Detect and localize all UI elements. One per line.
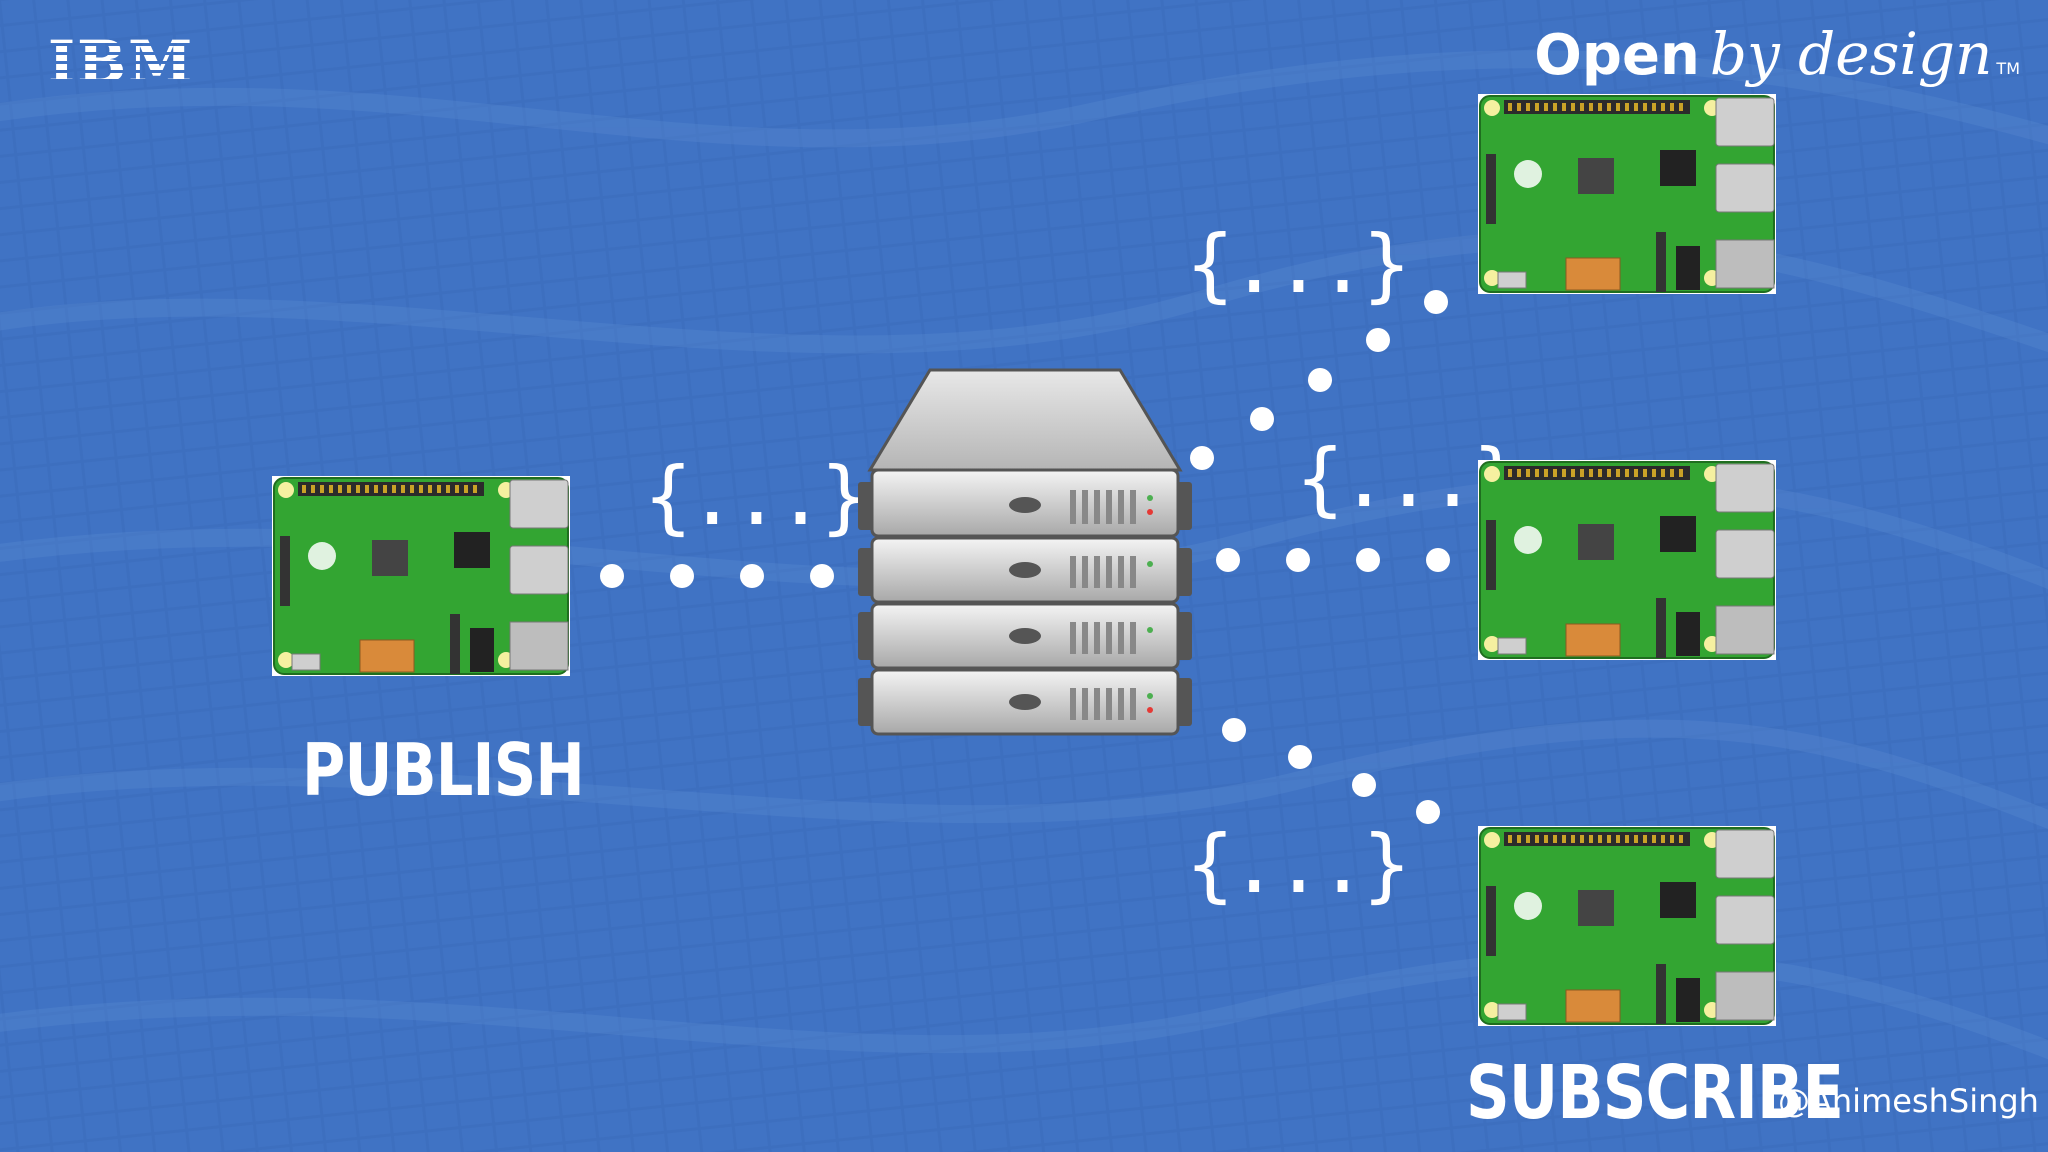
dot <box>1424 290 1448 314</box>
dot <box>1426 548 1450 572</box>
ibm-logo: IBM <box>48 28 195 96</box>
subscribe-link-top-dots <box>1190 290 1448 470</box>
dot <box>1416 800 1440 824</box>
dot <box>1250 407 1274 431</box>
author-handle: @AnimeshSingh <box>1778 1082 2039 1120</box>
message-payload-publish: {...} <box>644 450 869 543</box>
dot <box>1352 773 1376 797</box>
subscribe-link-bottom-dots <box>1222 718 1440 824</box>
dot <box>1216 548 1240 572</box>
dot <box>1286 548 1310 572</box>
publish-label: PUBLISH <box>302 728 585 812</box>
dot <box>1366 328 1390 352</box>
dot <box>1288 745 1312 769</box>
dot <box>670 564 694 588</box>
dot <box>810 564 834 588</box>
dot <box>740 564 764 588</box>
message-payload-subscriber-top: {...} <box>1186 218 1411 311</box>
publisher-board <box>272 476 570 676</box>
subscriber-board-bottom <box>1478 826 1776 1026</box>
trademark-mark: TM <box>1996 59 2020 78</box>
subscribe-link-middle-dots <box>1216 548 1522 572</box>
dot <box>1190 446 1214 470</box>
dot <box>600 564 624 588</box>
brand-italic-text: by design <box>1709 20 1993 88</box>
message-payload-subscriber-bottom: {...} <box>1186 818 1411 911</box>
dot <box>1222 718 1246 742</box>
subscribe-label: SUBSCRIBE <box>1466 1050 1844 1136</box>
server-rack-icon <box>858 368 1192 736</box>
dot <box>1308 368 1332 392</box>
subscriber-board-middle <box>1478 460 1776 660</box>
dot <box>1356 548 1380 572</box>
brand-strong-text: Open <box>1534 23 1700 88</box>
subscriber-board-top <box>1478 94 1776 294</box>
